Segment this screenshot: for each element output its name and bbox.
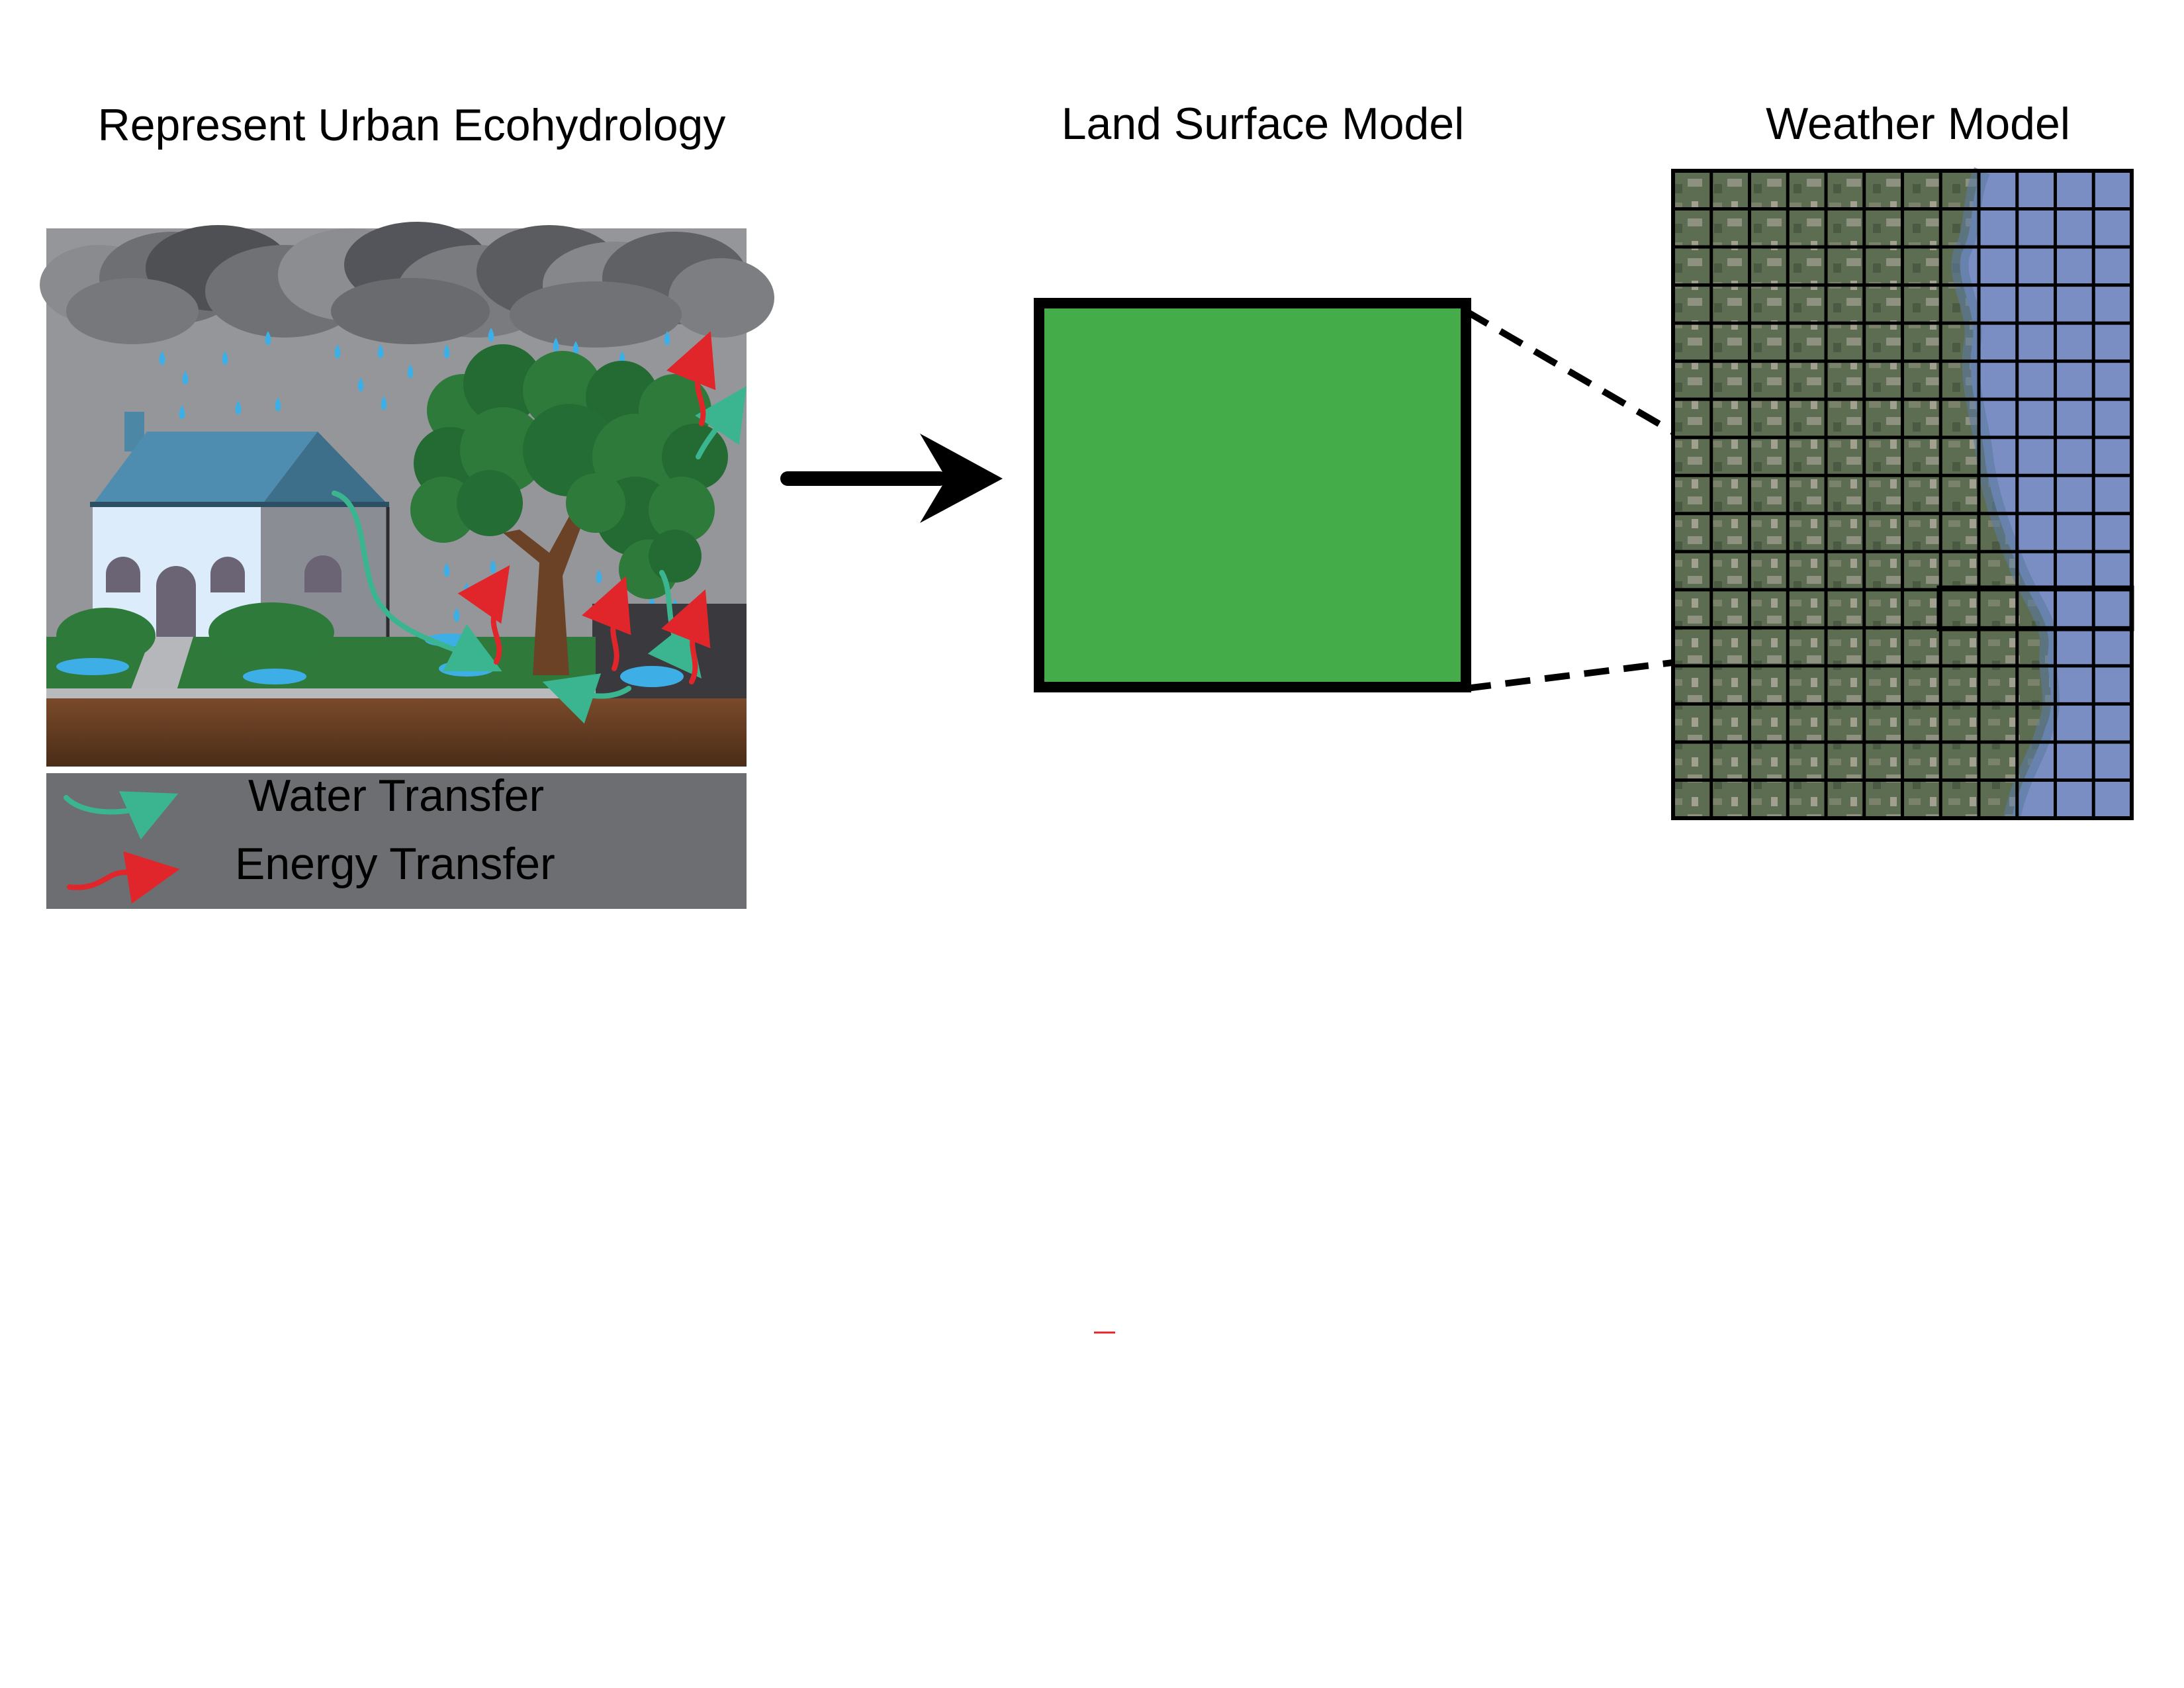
highlighted-cell bbox=[1936, 585, 2134, 632]
ecohydrology-title: Represent Urban Ecohydrology bbox=[98, 100, 726, 150]
bush bbox=[56, 608, 156, 663]
map-border bbox=[1671, 169, 2134, 820]
legend: Water Transfer Energy Transfer bbox=[46, 771, 747, 909]
legend-label-water: Water Transfer bbox=[248, 771, 544, 821]
rain-clouds bbox=[40, 222, 774, 348]
weather-model-map bbox=[1671, 167, 2134, 820]
bush bbox=[208, 602, 334, 662]
legend-item-water: Water Transfer bbox=[64, 771, 544, 840]
land-surface-title: Land Surface Model bbox=[1062, 99, 1465, 149]
tree bbox=[410, 344, 728, 675]
water-transfer-arrow-icon bbox=[64, 791, 179, 840]
shoreline-haze bbox=[1951, 167, 2060, 820]
soil bbox=[46, 698, 747, 767]
legend-item-energy: Energy Transfer bbox=[67, 839, 555, 904]
land-area bbox=[1673, 171, 2052, 818]
urban-ecohydrology-illustration bbox=[40, 222, 774, 767]
energy-transfer-arrow-icon bbox=[67, 851, 180, 904]
land-surface-cell bbox=[1034, 298, 1471, 692]
weather-title: Weather Model bbox=[1766, 99, 2070, 149]
model-grid bbox=[1673, 171, 2132, 818]
sidewalk bbox=[46, 688, 596, 700]
energy-transfer-arrows bbox=[457, 331, 716, 684]
legend-label-energy: Energy Transfer bbox=[235, 839, 555, 889]
raindrops bbox=[159, 328, 678, 622]
flow-arrow bbox=[780, 434, 1003, 523]
